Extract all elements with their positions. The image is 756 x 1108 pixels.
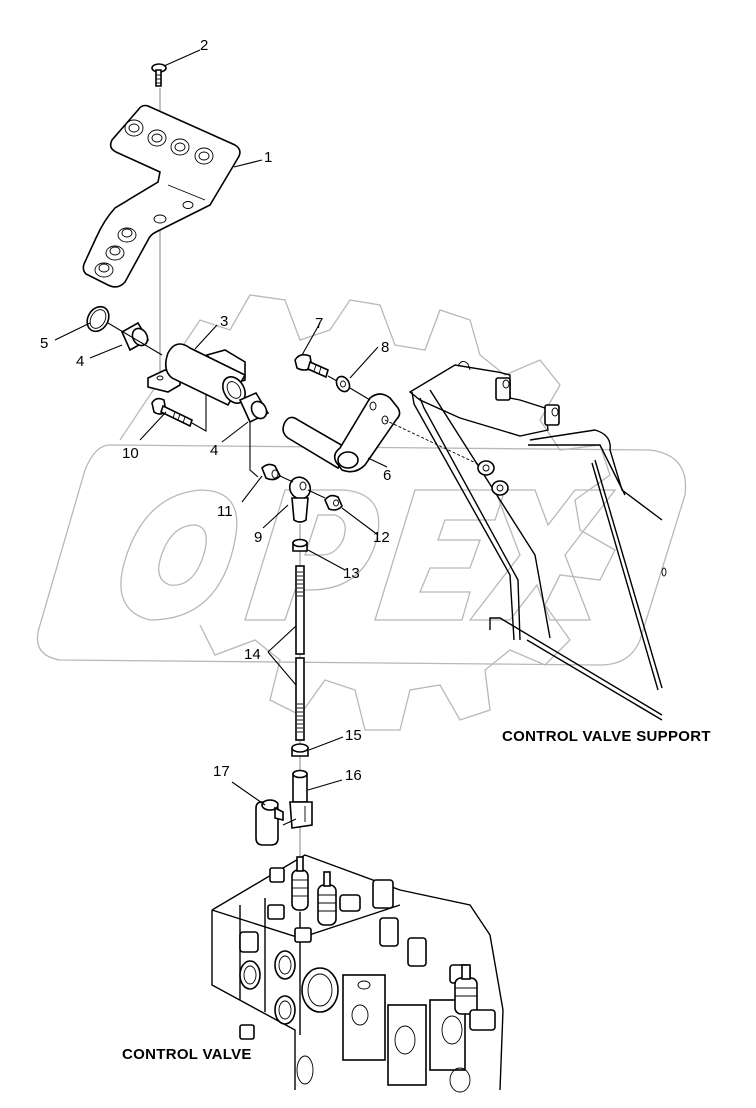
axis-line-bolt-7 xyxy=(327,375,338,382)
part-17-clip xyxy=(255,799,284,846)
callout-12: 12 xyxy=(373,529,390,546)
axis-line-dashed xyxy=(384,419,481,466)
part-2-screw xyxy=(151,63,167,87)
callout-labels: 2 1 3 5 4 10 4 7 8 6 11 9 12 13 14 15 16… xyxy=(40,37,391,784)
watermark xyxy=(36,294,687,731)
part-1-bracket xyxy=(82,104,241,288)
valve-spool-mid xyxy=(317,871,337,926)
control-valve-support xyxy=(408,361,667,721)
watermark-gear-outline xyxy=(119,294,616,731)
callout-6: 6 xyxy=(383,467,391,484)
watermark-letter-o xyxy=(120,489,238,621)
caption-control-valve: CONTROL VALVE xyxy=(122,1046,252,1063)
leader-lines xyxy=(54,49,388,806)
part-4-bushing-lower xyxy=(238,391,270,424)
callout-17: 17 xyxy=(213,763,230,780)
part-13-nut xyxy=(292,538,308,552)
axis-line-bushing xyxy=(249,415,259,478)
part-6-lever-arm xyxy=(282,393,401,473)
callout-3: 3 xyxy=(220,313,228,330)
callout-1: 1 xyxy=(264,149,272,166)
part-5-snap-ring xyxy=(86,305,110,333)
callout-7: 7 xyxy=(315,315,323,332)
part-11-spacer xyxy=(261,463,281,481)
part-14-threaded-rod xyxy=(295,565,305,741)
part-7-bolt xyxy=(294,353,329,379)
callout-9: 9 xyxy=(254,529,262,546)
callout-4-lower: 4 xyxy=(210,442,218,459)
watermark-letter-x xyxy=(468,489,617,621)
part-12-nut xyxy=(324,494,343,511)
callout-8: 8 xyxy=(381,339,389,356)
callout-5: 5 xyxy=(40,335,48,352)
part-16-clevis xyxy=(289,769,313,829)
axis-line-nut-12 xyxy=(307,489,326,499)
callout-11: 11 xyxy=(217,503,233,520)
control-valve xyxy=(211,854,504,1093)
callout-4-upper: 4 xyxy=(76,353,84,370)
part-8-washer xyxy=(335,375,351,393)
valve-spool-right xyxy=(454,964,478,1015)
valve-spool-left xyxy=(291,856,309,911)
axis-line-spacer xyxy=(279,475,294,483)
axis-line-clip xyxy=(282,818,297,826)
part-15-nut xyxy=(291,743,309,757)
callout-15: 15 xyxy=(345,727,362,744)
part-3-pivot-housing xyxy=(147,343,247,407)
watermark-banner xyxy=(36,444,687,666)
part-9-ball-joint xyxy=(288,476,312,523)
axis-line-bolt-10 xyxy=(191,395,207,432)
caption-control-valve-support: CONTROL VALVE SUPPORT xyxy=(502,728,711,745)
callout-10: 10 xyxy=(122,445,139,462)
part-10-bolt xyxy=(151,397,193,428)
callout-2: 2 xyxy=(200,37,208,54)
callout-14: 14 xyxy=(244,646,261,663)
axis-line-washer-8 xyxy=(349,387,371,401)
callout-13: 13 xyxy=(343,565,360,582)
callout-16: 16 xyxy=(345,767,362,784)
watermark-letter-p xyxy=(244,489,380,621)
axis-line-upper xyxy=(107,322,163,356)
